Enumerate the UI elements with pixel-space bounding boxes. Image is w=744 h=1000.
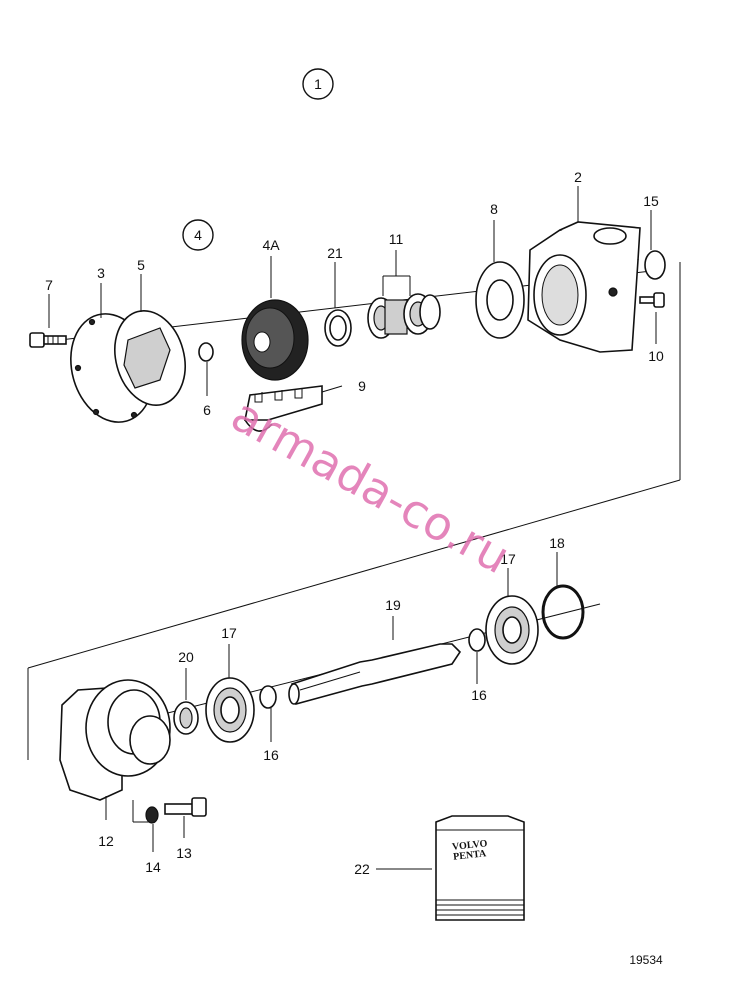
callout-22: 22 [354, 861, 370, 877]
part-4a-impeller [241, 299, 309, 381]
callout-17-left: 17 [221, 625, 237, 641]
leader-lines [48, 186, 657, 870]
callout-14: 14 [145, 859, 161, 875]
callout-16-left: 16 [263, 747, 279, 763]
callout-21: 21 [327, 245, 343, 261]
part-2-housing [527, 221, 641, 353]
part-8-plate [475, 261, 525, 339]
part-13-bolt [164, 797, 207, 817]
callout-16-right: 16 [471, 687, 487, 703]
kit-logo-line-2: PENTA [453, 848, 488, 862]
part-10-screw [639, 292, 665, 308]
part-22-kit: VOLVO PENTA [435, 815, 525, 921]
callout-9: 9 [358, 378, 366, 394]
part-20-seal [173, 701, 199, 735]
part-11-seal [367, 293, 441, 339]
part-19-shaft [288, 643, 462, 705]
callout-8: 8 [490, 201, 498, 217]
callout-18: 18 [549, 535, 565, 551]
part-14-washer [145, 806, 159, 824]
callout-2: 2 [574, 169, 582, 185]
callout-5: 5 [137, 257, 145, 273]
callout-6: 6 [203, 402, 211, 418]
kit-logo-line-1: VOLVO [452, 838, 489, 853]
callout-7: 7 [45, 277, 53, 293]
callout-15: 15 [643, 193, 659, 209]
part-9-cam [244, 385, 323, 432]
part-21-washer [324, 309, 352, 347]
part-16-circlip-left [259, 685, 277, 709]
part-6-o-ring [198, 342, 214, 362]
group-label-1: 1 [302, 68, 334, 100]
callout-20: 20 [178, 649, 194, 665]
part-15-o-ring [644, 250, 666, 280]
part-16-circlip-right [468, 628, 486, 652]
group-label-1-text: 1 [314, 76, 322, 92]
callout-17-right: 17 [500, 551, 516, 567]
part-17-bearing-right [485, 595, 539, 665]
callout-19: 19 [385, 597, 401, 613]
watermark-text: armada-co.ru [223, 387, 519, 584]
group-label-4-text: 4 [194, 227, 202, 243]
callout-13: 13 [176, 845, 192, 861]
part-12-bearing-housing [59, 679, 171, 801]
group-label-4: 4 [182, 219, 214, 251]
part-18-snap-ring [541, 584, 585, 640]
callout-3: 3 [97, 265, 105, 281]
callout-4a: 4A [262, 237, 280, 253]
callout-11: 11 [389, 231, 404, 247]
callout-10: 10 [648, 348, 664, 364]
part-7-screw [29, 332, 67, 348]
part-17-bearing-left [205, 677, 255, 743]
callout-12: 12 [98, 833, 114, 849]
part-5-gasket [114, 310, 186, 406]
drawing-number: 19534 [629, 953, 663, 967]
